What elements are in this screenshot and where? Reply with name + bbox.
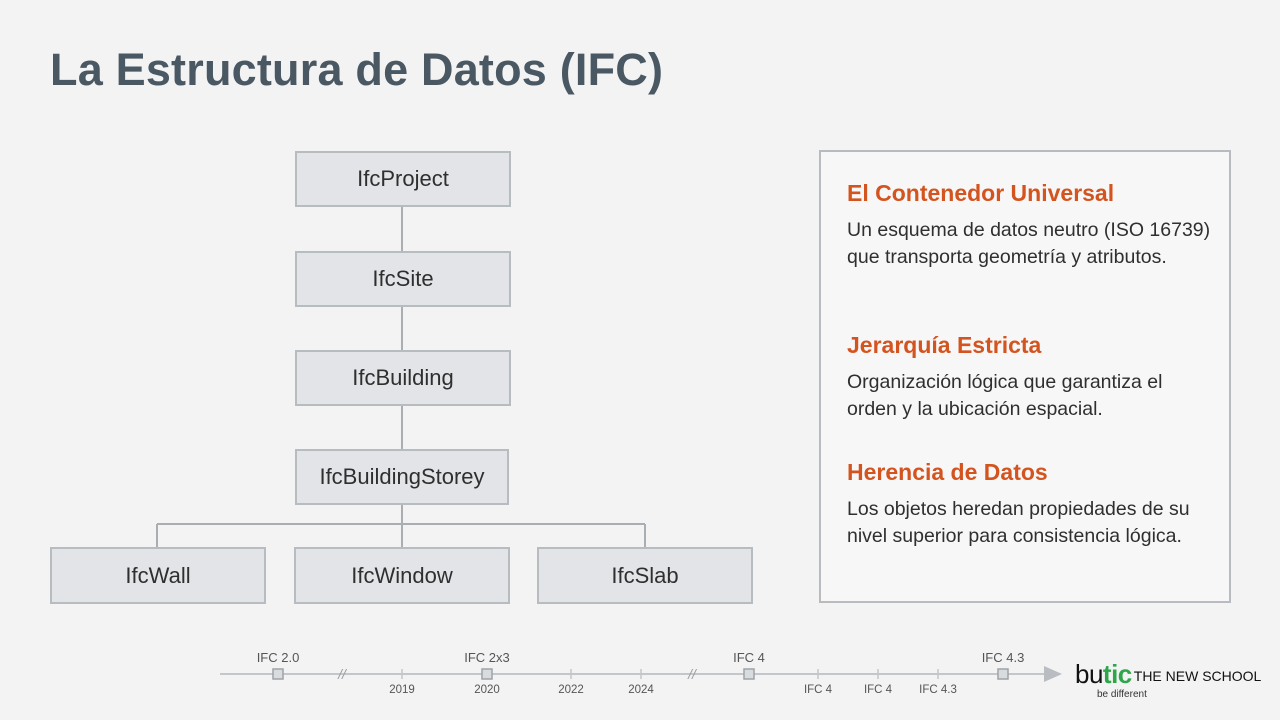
info-panel: El Contenedor Universal Un esquema de da…: [819, 150, 1231, 603]
timeline-year-label: 2020: [474, 684, 500, 696]
page-title: La Estructura de Datos (IFC): [50, 44, 664, 95]
version-marker-ifc-2x3: [481, 668, 493, 680]
panel-heading: El Contenedor Universal: [847, 180, 1115, 206]
timeline-release-label: IFC 4: [803, 684, 833, 696]
node-ifcbuilding: IfcBuilding: [295, 350, 511, 406]
node-ifcproject: IfcProject: [295, 151, 511, 207]
timeline-release-label: IFC 4: [863, 684, 893, 696]
logo-tagline: be different: [1097, 689, 1147, 700]
timeline-year-label: 2024: [628, 684, 654, 696]
panel-heading: Herencia de Datos: [847, 459, 1048, 485]
timeline-version-label: IFC 2.0: [256, 650, 300, 665]
node-ifcsite: IfcSite: [295, 251, 511, 307]
node-ifcwall: IfcWall: [50, 547, 266, 604]
node-ifcbuildingstorey: IfcBuildingStorey: [295, 449, 509, 505]
timeline-break-mark: //: [688, 666, 696, 682]
panel-item-data-inheritance: Herencia de Datos Los objetos heredan pr…: [847, 459, 1217, 550]
node-ifcwindow: IfcWindow: [294, 547, 510, 604]
timeline-version-label: IFC 4.3: [981, 650, 1025, 665]
timeline-year-label: 2022: [558, 684, 584, 696]
version-marker-ifc-4: [743, 668, 755, 680]
version-marker-ifc-2-0: [272, 668, 284, 680]
logo-tic: tic: [1102, 659, 1132, 689]
panel-item-strict-hierarchy: Jerarquía Estricta Organización lógica q…: [847, 332, 1217, 423]
logo-bu: bu: [1075, 659, 1103, 689]
timeline-version-label: IFC 4: [733, 650, 765, 665]
logo-school: THE NEW SCHOOL: [1133, 668, 1262, 685]
timeline-version-label: IFC 2x3: [464, 650, 510, 665]
panel-text: Organización lógica que garantiza el ord…: [847, 371, 1163, 420]
timeline-release-label: IFC 4.3: [919, 684, 957, 696]
node-ifcslab: IfcSlab: [537, 547, 753, 604]
timeline-year-label: 2019: [389, 684, 415, 696]
version-marker-ifc-4-3: [997, 668, 1009, 680]
panel-text: Un esquema de datos neutro (ISO 16739) q…: [847, 219, 1211, 268]
timeline-break-mark: //: [338, 666, 346, 682]
panel-item-universal-container: El Contenedor Universal Un esquema de da…: [847, 180, 1217, 271]
panel-heading: Jerarquía Estricta: [847, 332, 1042, 358]
panel-text: Los objetos heredan propiedades de su ni…: [847, 498, 1190, 547]
